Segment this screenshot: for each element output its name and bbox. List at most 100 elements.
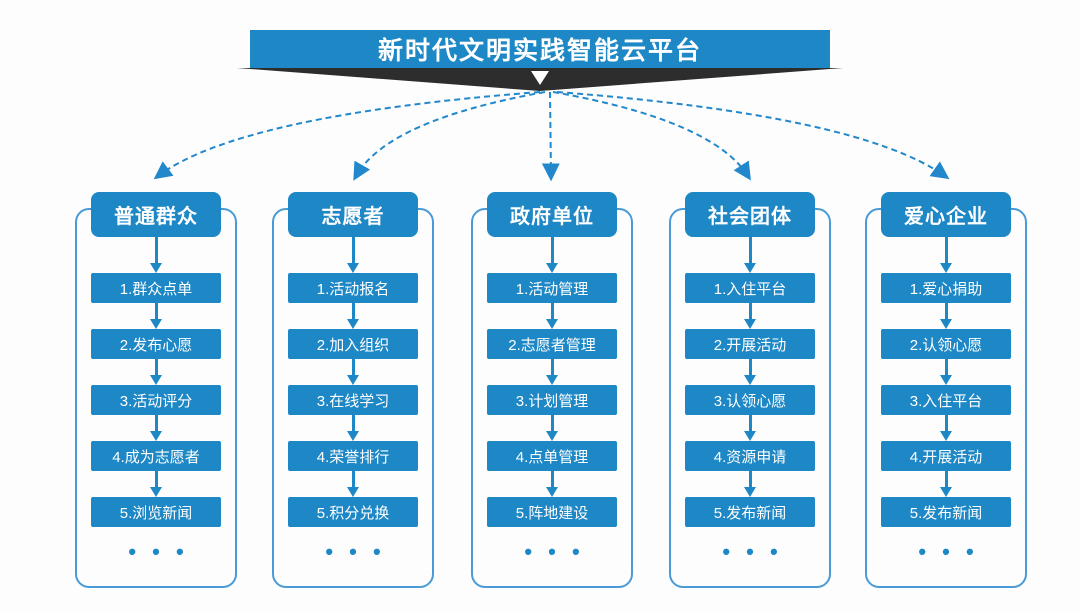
arrow-shaft [944,237,948,263]
arrow-shaft [154,237,158,263]
column-header: 社会团体 [685,192,815,237]
arrow-head [940,375,952,385]
column-steps: 1.入住平台 2.开展活动 3.认领心愿 4.资源申请 5.发布新闻 [685,273,815,527]
step-box: 3.计划管理 [487,385,617,415]
step-box: 4.开展活动 [881,441,1011,471]
arrow-shaft [351,359,355,375]
ribbon-shape [237,68,843,91]
arrow-shaft [748,415,752,431]
arrow-head [546,319,558,329]
arrow-shaft [944,471,948,487]
down-arrow-icon [546,471,558,497]
arrow-head [546,263,558,273]
step-box: 1.爱心捐助 [881,273,1011,303]
arrow-head [150,375,162,385]
step-box: 1.群众点单 [91,273,221,303]
down-arrow-icon [546,303,558,329]
down-arrow-icon [347,471,359,497]
arrow-head [347,487,359,497]
arrow-head [150,431,162,441]
arrow-shaft [550,415,554,431]
step-box: 5.浏览新闻 [91,497,221,527]
step-box: 3.入住平台 [881,385,1011,415]
arrow-head [940,487,952,497]
down-arrow-icon [940,471,952,497]
down-arrow-icon [347,359,359,385]
down-arrow-icon [744,237,756,273]
step-box: 3.活动评分 [91,385,221,415]
step-box: 1.活动报名 [288,273,418,303]
arrow-shaft [351,471,355,487]
down-arrow-icon [150,415,162,441]
arrow-head [347,431,359,441]
down-arrow-icon [347,303,359,329]
more-steps-ellipsis: • • • [128,539,189,564]
arrow-shaft [154,471,158,487]
arrow-shaft [748,237,752,263]
arrow-head [546,375,558,385]
arrow-head [744,487,756,497]
step-box: 2.认领心愿 [881,329,1011,359]
arrow-shaft [944,359,948,375]
arrow-shaft [748,359,752,375]
more-steps-ellipsis: • • • [524,539,585,564]
arrow-shaft [351,237,355,263]
arrow-head [744,319,756,329]
arrow-shaft [550,237,554,263]
down-arrow-icon [150,359,162,385]
step-box: 4.点单管理 [487,441,617,471]
arrow-shaft [550,303,554,319]
column-header: 普通群众 [91,192,221,237]
step-box: 2.开展活动 [685,329,815,359]
down-arrow-icon [150,471,162,497]
down-arrow-icon [744,471,756,497]
arrow-head [744,431,756,441]
arrow-head [940,319,952,329]
down-arrow-icon [940,359,952,385]
down-arrow-icon [546,359,558,385]
step-box: 3.认领心愿 [685,385,815,415]
arrow-shaft [550,471,554,487]
step-box: 4.资源申请 [685,441,815,471]
down-arrow-icon [347,237,359,273]
arrow-head [150,487,162,497]
arrow-head [940,431,952,441]
arrow-head [347,263,359,273]
more-steps-ellipsis: • • • [325,539,386,564]
arrow-head [347,319,359,329]
arrow-shaft [351,415,355,431]
more-steps-ellipsis: • • • [918,539,979,564]
arrow-head [546,431,558,441]
column-4: 社会团体 1.入住平台 2.开展活动 3.认领心愿 4.资源申请 5.发布新闻 • • … [669,192,831,588]
step-box: 2.志愿者管理 [487,329,617,359]
connector-line-3 [541,91,560,182]
arrow-shaft [154,303,158,319]
more-steps-ellipsis: • • • [722,539,783,564]
step-box: 3.在线学习 [288,385,418,415]
column-header: 志愿者 [288,192,418,237]
arrow-head [150,319,162,329]
arrow-head [150,263,162,273]
step-box: 5.发布新闻 [685,497,815,527]
connector-line-1 [153,91,541,180]
step-box: 1.活动管理 [487,273,617,303]
arrow-head [546,487,558,497]
connector-line-5 [556,91,950,180]
down-arrow-icon [940,237,952,273]
connector-line-2 [353,91,546,181]
step-box: 1.入住平台 [685,273,815,303]
arrow-shaft [154,415,158,431]
arrow-shaft [748,471,752,487]
step-box: 2.发布心愿 [91,329,221,359]
down-arrow-icon [744,359,756,385]
down-arrow-icon [940,415,952,441]
arrow-shaft [748,303,752,319]
step-box: 4.荣誉排行 [288,441,418,471]
down-arrow-icon [744,303,756,329]
